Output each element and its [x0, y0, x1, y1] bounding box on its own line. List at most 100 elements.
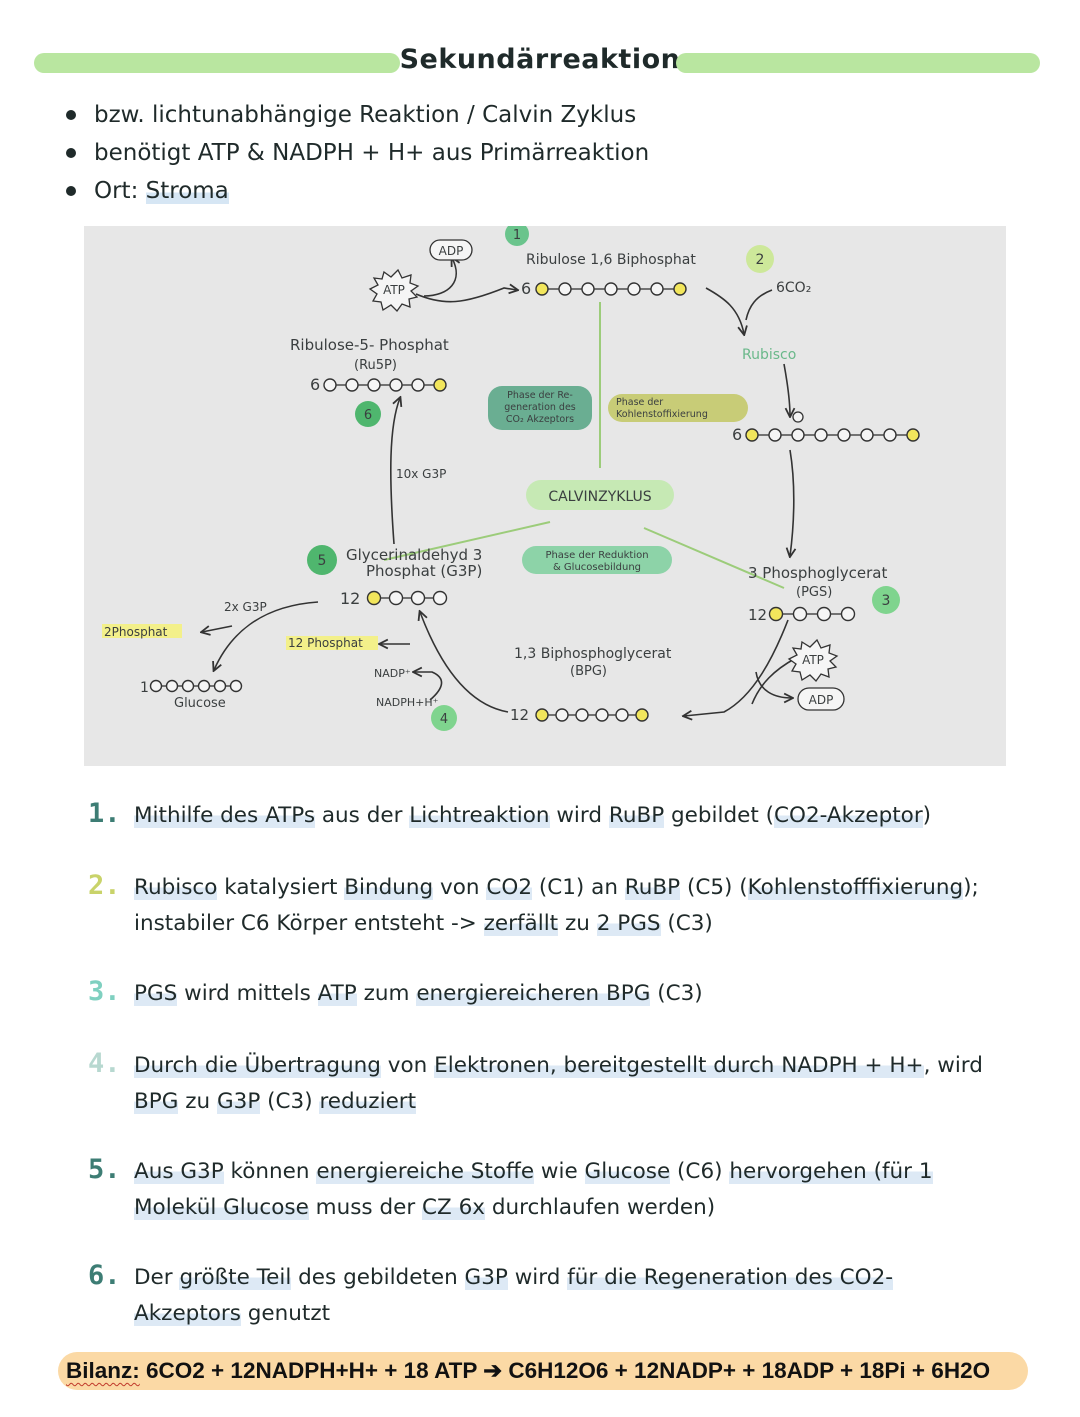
center-pill	[526, 480, 674, 510]
atom-circle	[213, 679, 227, 693]
g3p-10x-label: 10x G3P	[396, 467, 446, 481]
phase-regeneration-line: generation des	[504, 402, 576, 413]
step-circle-4	[431, 705, 457, 731]
atom-circle	[860, 428, 874, 442]
highlighted-term: PGS	[134, 981, 178, 1006]
atom-circle	[366, 590, 382, 606]
pgs-chain	[768, 606, 856, 622]
atom-circle	[323, 378, 337, 392]
step-text: Mithilfe des ATPs aus der Lichtreaktion …	[134, 803, 932, 828]
header-bar-right	[676, 53, 1040, 73]
g3p-chain	[366, 590, 448, 606]
highlighted-term: Elektronen, bereitgestellt durch NADPH +…	[434, 1053, 924, 1078]
step-number: 2	[756, 252, 765, 268]
highlighted-term: hervorgehen (für 1	[729, 1159, 933, 1184]
step-circle-6	[355, 401, 381, 427]
atom-circle	[165, 679, 179, 693]
atom-circle	[555, 708, 569, 722]
highlighted-term: energiereicheren BPG	[416, 981, 651, 1006]
bilanz-equation: Bilanz: 6CO2 + 12NADPH+H+ + 18 ATP ➔ C6H…	[66, 1355, 990, 1387]
atom-circle	[615, 708, 629, 722]
atp-top-starburst	[368, 268, 420, 313]
phase-fixation-pill	[608, 394, 748, 422]
intro-bullets: bzw. lichtunabhängige Reaktion / Calvin …	[62, 96, 649, 210]
adp-top-badge	[429, 239, 473, 261]
atom-circle	[367, 378, 381, 392]
atom-circle	[229, 679, 243, 693]
step-number: 3.	[88, 976, 121, 1007]
phase-regeneration-line: CO₂ Akzeptors	[506, 414, 574, 425]
highlighted-term: größte Teil	[179, 1265, 292, 1290]
nadph-label: NADPH+H⁺	[376, 696, 439, 709]
arrow-adp-right	[755, 671, 792, 698]
phase-reduction-line: Phase der Reduktion	[545, 550, 648, 561]
center-label: CALVINZYKLUS	[548, 489, 651, 505]
ru5p-label-line2: (Ru5P)	[354, 358, 397, 373]
atom-circle	[181, 679, 195, 693]
highlighted-term: G3P	[464, 1265, 508, 1290]
rubisco-label: Rubisco	[742, 347, 796, 363]
atom-circle	[837, 428, 851, 442]
bpg-label-line2: (BPG)	[570, 664, 607, 679]
pgs-label-line2: (PGS)	[796, 585, 832, 600]
atom-circle	[389, 378, 403, 392]
phase-line-right	[643, 527, 785, 589]
atom-circle	[673, 282, 687, 296]
ru5p-count: 6	[310, 375, 320, 394]
highlighted-term: 2 PGS	[596, 911, 661, 936]
c6-chain	[745, 428, 920, 442]
c6-count: 6	[732, 425, 742, 444]
step-text: PGS wird mittels ATP zum energiereichere…	[134, 981, 703, 1006]
step-text: Durch die Übertragung von Elektronen, be…	[134, 1053, 983, 1114]
ru5p-chain	[323, 378, 447, 392]
page-title: Sekundärreaktion	[399, 44, 681, 75]
adp-right-label: ADP	[809, 693, 834, 707]
atom-circle	[558, 282, 572, 296]
bilanz-label: Bilanz:	[66, 1358, 140, 1383]
bullet-item: Ort: Stroma	[62, 172, 649, 210]
highlighted-term: BPG	[134, 1089, 179, 1114]
adp-top-label: ADP	[439, 244, 464, 258]
calvin-cycle-diagram: Phase der Re- generation des CO₂ Akzepto…	[84, 226, 1006, 766]
phase-reduction-pill	[522, 546, 672, 574]
highlighted-term: Rubisco	[134, 875, 218, 900]
step-number: 2.	[88, 870, 121, 901]
arrow-rubisco-to-c6	[783, 363, 790, 416]
g3p-label-line2: Phosphat (G3P)	[366, 562, 482, 580]
bullet-prefix: Ort:	[94, 178, 146, 204]
step-circle-1	[505, 226, 529, 246]
atp-top-label: ATP	[383, 283, 405, 297]
bilanz-highlight	[58, 1352, 1028, 1390]
zweiphosphat-label: 2Phosphat	[104, 625, 168, 639]
arrow-c6-to-pgs	[790, 449, 794, 556]
glucose-label: Glucose	[174, 696, 226, 711]
adp-right-badge	[797, 687, 845, 711]
arrow-g3p-to-glucose	[214, 601, 319, 670]
atom-circle	[745, 428, 759, 442]
molecule-chains	[149, 282, 920, 722]
phase-fixation-line: Phase der	[616, 397, 663, 408]
atom-circle	[388, 590, 404, 606]
step-number: 3	[882, 593, 891, 609]
zwoelfphosphat-label: 12 Phosphat	[288, 636, 363, 650]
arrow-to-2phosphat	[202, 625, 233, 632]
atom-circle	[197, 679, 211, 693]
atom-circle	[816, 606, 832, 622]
atom-circle	[768, 428, 782, 442]
arrow-atp-right	[751, 657, 797, 705]
highlighted-term: RuBP	[624, 875, 681, 900]
highlighted-term: Durch die Übertragung	[134, 1053, 381, 1078]
highlighted-term: reduziert	[319, 1089, 417, 1114]
highlighted-term: Mithilfe des ATPs	[134, 803, 316, 828]
g3p-label-line1: Glycerinaldehyd 3	[346, 546, 482, 564]
atom-circle	[433, 378, 447, 392]
atom-circle	[792, 606, 808, 622]
step-text: Aus G3P können energiereiche Stoffe wie …	[134, 1159, 933, 1220]
atom-circle	[883, 428, 897, 442]
phase-regeneration-line: Phase der Re-	[507, 390, 573, 401]
bilanz-text: 6CO2 + 12NADPH+H+ + 18 ATP ➔ C6H12O6 + 1…	[139, 1358, 991, 1383]
zwoelfphosphat-highlight	[286, 636, 378, 650]
zweiphosphat-highlight	[102, 624, 182, 638]
arrow-g3p-to-ru5p	[389, 398, 400, 545]
header-bar-left	[34, 53, 400, 73]
